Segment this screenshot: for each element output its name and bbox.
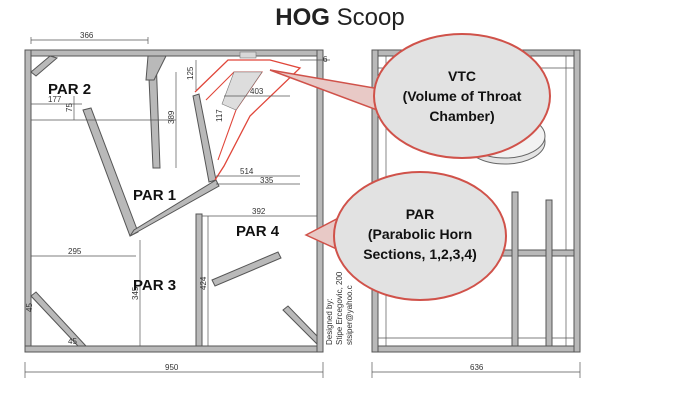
label-par2: PAR 2 [48, 81, 91, 98]
dim-45-horizontal: 45 [68, 337, 77, 346]
par4-deflector-board [211, 251, 282, 287]
callout-par-line-2: (Parabolic Horn [368, 226, 472, 242]
dim-392: 392 [252, 207, 266, 216]
title-rest: Scoop [329, 4, 405, 31]
dim-6: 6 [323, 55, 328, 64]
par1-right-board [192, 93, 217, 183]
callout-par: PAR (Parabolic Horn Sections, 1,2,3,4) [304, 171, 507, 301]
dim-177: 177 [48, 95, 62, 104]
callout-vtc: VTC (Volume of Throat Chamber) [269, 33, 551, 159]
callout-par-line-3: Sections, 1,2,3,4) [363, 246, 477, 262]
callout-vtc-line-1: VTC [448, 68, 476, 84]
credit-line-3: stsiper@yahoo.c [345, 285, 354, 345]
par1-left-board [82, 107, 139, 237]
dim-424: 424 [199, 276, 208, 290]
dim-366: 366 [80, 31, 94, 40]
dim-45-vertical: 45 [25, 303, 34, 312]
credit-line-1: Designed by: [325, 298, 334, 345]
callout-vtc-line-3: Chamber) [429, 108, 494, 124]
front-vertical-board-1 [511, 191, 519, 347]
diagram-title: HOG Scoop [0, 4, 680, 32]
callout-par-bubble [333, 171, 507, 301]
vtc-outline-outer [194, 59, 302, 181]
front-right-panel [573, 49, 581, 353]
dim-514: 514 [240, 167, 254, 176]
credit-line-2: Stipe Ercegovic, 200 [335, 271, 344, 345]
par3-corner-board [30, 291, 88, 347]
par4-corner-board [282, 305, 318, 346]
dim-345: 345 [131, 286, 140, 300]
bottom-panel [24, 345, 324, 353]
callout-vtc-bubble [373, 33, 551, 159]
front-vertical-board-2 [545, 199, 553, 347]
par2-top-slope [30, 55, 59, 77]
dim-389: 389 [167, 110, 176, 124]
dim-950: 950 [165, 363, 179, 372]
dim-117: 117 [215, 109, 224, 122]
label-par4: PAR 4 [236, 223, 280, 240]
dim-75: 75 [65, 103, 74, 112]
callout-par-line-1: PAR [406, 206, 435, 222]
dim-403: 403 [250, 87, 264, 96]
vtc-panel [221, 71, 263, 111]
label-par3: PAR 3 [133, 277, 176, 294]
driver-slot [239, 51, 257, 59]
dim-636: 636 [470, 363, 484, 372]
par3-vertical-board [195, 213, 203, 347]
dim-125: 125 [186, 66, 195, 80]
par1-bottom-board [129, 179, 220, 237]
par2-top-brace [145, 55, 167, 81]
side-view: 366 177 75 125 389 117 403 6 514 335 392… [24, 31, 354, 378]
right-panel [316, 49, 324, 353]
dim-295: 295 [68, 247, 82, 256]
front-bottom-panel [371, 345, 581, 353]
title-bold: HOG [275, 4, 330, 31]
label-par1: PAR 1 [133, 187, 176, 204]
callout-vtc-line-2: (Volume of Throat [403, 88, 522, 104]
dim-335: 335 [260, 176, 274, 185]
top-panel [24, 49, 324, 57]
